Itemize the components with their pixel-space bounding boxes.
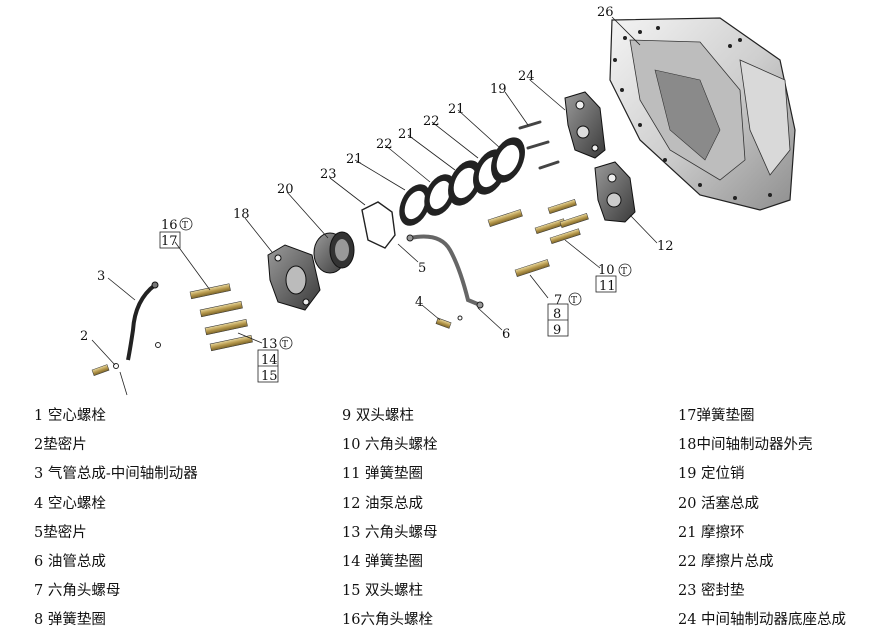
callout-14: 14 — [261, 353, 278, 368]
callout-19: 19 — [490, 82, 507, 97]
legend-item: 13 六角头螺母 — [342, 524, 438, 541]
callout-20: 20 — [277, 182, 294, 197]
legend-item: 6 油管总成 — [34, 553, 106, 570]
piston-assembly-part-20 — [313, 231, 355, 274]
callout-24: 24 — [518, 69, 535, 84]
brake-base-assembly-part-24 — [564, 91, 606, 159]
legend-item: 9 双头螺柱 — [342, 408, 414, 424]
legend-item: 2垫密片 — [34, 437, 87, 454]
callout-18: 18 — [233, 207, 250, 222]
callout-16: 16 — [161, 218, 178, 233]
callout-4: 4 — [415, 295, 423, 310]
callout-21a: 21 — [346, 152, 363, 167]
callout-22b: 22 — [423, 114, 440, 129]
callout-8: 8 — [553, 307, 561, 322]
legend-item: 4 空心螺栓 — [34, 495, 106, 512]
callout-21c: 21 — [448, 102, 465, 117]
legend-item: 3 气管总成-中间轴制动器 — [34, 466, 198, 483]
legend-item: 23 密封垫 — [678, 583, 745, 600]
brake-housing-part-18 — [267, 244, 321, 311]
callout-23: 23 — [320, 167, 337, 182]
legend-item: 5垫密片 — [34, 524, 87, 541]
air-pipe-assembly-part-3 — [126, 281, 161, 361]
legend-item: 14 弹簧垫圈 — [342, 553, 424, 570]
hollow-bolt-part-1 — [91, 363, 119, 376]
dowel-pins-part-19 — [518, 120, 560, 170]
callout-26: 26 — [597, 5, 614, 20]
torque-callout-boxes — [159, 217, 632, 383]
callout-9: 9 — [553, 323, 561, 338]
legend-item: 12 油泵总成 — [342, 495, 424, 512]
callout-21b: 21 — [398, 127, 415, 142]
leader-lines — [91, 16, 658, 396]
gasket-part-23 — [361, 201, 396, 249]
callout-15: 15 — [261, 369, 278, 384]
torque-mark-16: T — [182, 221, 188, 231]
torque-mark-7: T — [571, 296, 577, 306]
hex-bolts-part-16-13 — [189, 283, 253, 352]
legend-column-1: 1 空心螺栓 2垫密片 3 气管总成-中间轴制动器 4 空心螺栓 5垫密片 6 … — [34, 402, 198, 636]
legend-item: 7 六角头螺母 — [34, 583, 121, 600]
hollow-bolt-part-4 — [435, 315, 463, 329]
legend-item: 21 摩擦环 — [678, 524, 745, 541]
legend-item: 16六角头螺栓 — [342, 612, 433, 629]
friction-rings-part-21-22 — [399, 137, 525, 226]
callout-22a: 22 — [376, 137, 393, 152]
hex-nuts-part-7 — [487, 209, 550, 277]
legend-item: 22 摩擦片总成 — [678, 553, 774, 570]
callout-5: 5 — [418, 261, 426, 276]
legend-item: 19 定位销 — [678, 466, 745, 483]
legend-item: 10 六角头螺栓 — [342, 437, 438, 454]
legend-item: 8 弹簧垫圈 — [34, 612, 106, 629]
legend-item: 1 空心螺栓 — [34, 408, 106, 424]
oil-pipe-assembly-part-6 — [406, 234, 484, 309]
legend-item: 11 弹簧垫圈 — [342, 466, 424, 483]
legend-item: 20 活塞总成 — [678, 495, 760, 512]
legend-item: 18中间轴制动器外壳 — [678, 437, 813, 454]
torque-mark-10: T — [621, 267, 627, 277]
legend-column-2: 9 双头螺柱 10 六角头螺栓 11 弹簧垫圈 12 油泵总成 13 六角头螺母… — [342, 402, 438, 636]
callout-2: 2 — [80, 329, 88, 344]
callout-12: 12 — [657, 239, 674, 254]
torque-mark-13: T — [282, 340, 288, 350]
legend-item: 15 双头螺柱 — [342, 583, 424, 600]
parts-legend: 1 空心螺栓 2垫密片 3 气管总成-中间轴制动器 4 空心螺栓 5垫密片 6 … — [0, 402, 884, 643]
callout-7: 7 — [554, 293, 562, 308]
legend-item: 24 中间轴制动器底座总成 — [678, 612, 847, 629]
callout-13: 13 — [261, 337, 278, 352]
callout-1: 1 — [127, 399, 135, 400]
callout-11: 11 — [599, 279, 616, 294]
legend-item: 17弹簧垫圈 — [678, 408, 755, 424]
hex-bolts-part-10 — [534, 199, 589, 245]
exploded-parts-diagram: 1 2 3 4 5 6 7 8 9 10 11 12 13 14 15 16 1… — [80, 5, 796, 400]
oil-pump-assembly-part-12 — [594, 161, 636, 223]
clutch-housing-part-26 — [609, 17, 796, 211]
callout-17: 17 — [161, 234, 178, 249]
callout-10: 10 — [598, 263, 615, 278]
legend-column-3: 17弹簧垫圈 18中间轴制动器外壳 19 定位销 20 活塞总成 21 摩擦环 … — [678, 402, 846, 636]
callout-3: 3 — [97, 269, 105, 284]
callout-6: 6 — [502, 327, 510, 342]
